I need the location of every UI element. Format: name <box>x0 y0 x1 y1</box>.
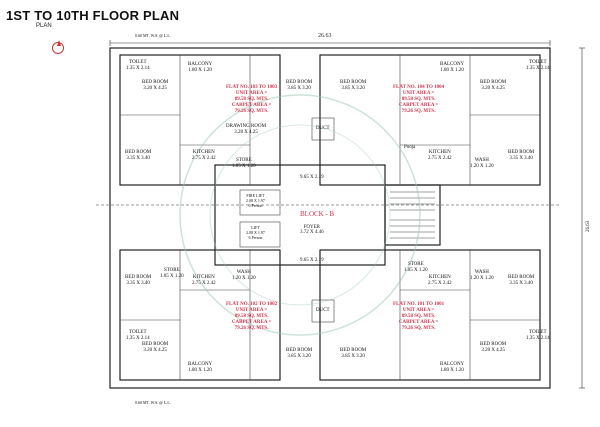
passage-size-bottom: 9.65 X 2.19 <box>300 258 324 263</box>
page-subtitle: PLAN <box>36 23 52 29</box>
flat-103-outline <box>119 54 281 186</box>
flat-101-outline <box>319 249 541 381</box>
plan-outline <box>109 47 551 389</box>
overall-depth-label: 26.63 <box>586 220 591 232</box>
flat-101-label: FLAT NO. 101 TO 1001 UNIT AREA = 89.58 S… <box>393 302 445 331</box>
fire-lift-label: FIRE LIFT 2.08 X 1.97 6 Person <box>246 193 265 208</box>
block-name: BLOCK - B <box>300 210 335 218</box>
stair-block <box>384 184 441 246</box>
flat-102-label: FLAT NO. 102 TO 1002 UNIT AREA = 89.58 S… <box>226 302 278 331</box>
flat-103-label: FLAT NO. 103 TO 1003 UNIT AREA = 89.58 S… <box>226 85 278 114</box>
north-arrow-icon <box>52 40 64 54</box>
flat-104-label: FLAT NO. 104 TO 1004 UNIT AREA = 89.58 S… <box>393 85 445 114</box>
flat-104-outline <box>319 54 541 186</box>
overall-width-label: 26.63 <box>318 33 332 39</box>
flat-102-outline <box>119 249 281 381</box>
setback-bottom-label: 0.60 MT. W.S. @ L.L. <box>135 400 171 405</box>
passage-size-top: 9.65 X 2.19 <box>300 175 324 180</box>
duct-top: DUCT <box>316 126 330 131</box>
pooja-tr: Pooja <box>404 145 416 150</box>
lift-label: LIFT 2.08 X 1.97 6 Person <box>246 225 265 240</box>
foyer-label: FOYER 3.72 X 4.46 <box>300 225 324 235</box>
page-title: 1ST TO 10TH FLOOR PLAN <box>6 8 180 23</box>
duct-bottom: DUCT <box>316 308 330 313</box>
setback-top-label: 0.60 MT. W.S. @ L.L. <box>135 33 171 38</box>
